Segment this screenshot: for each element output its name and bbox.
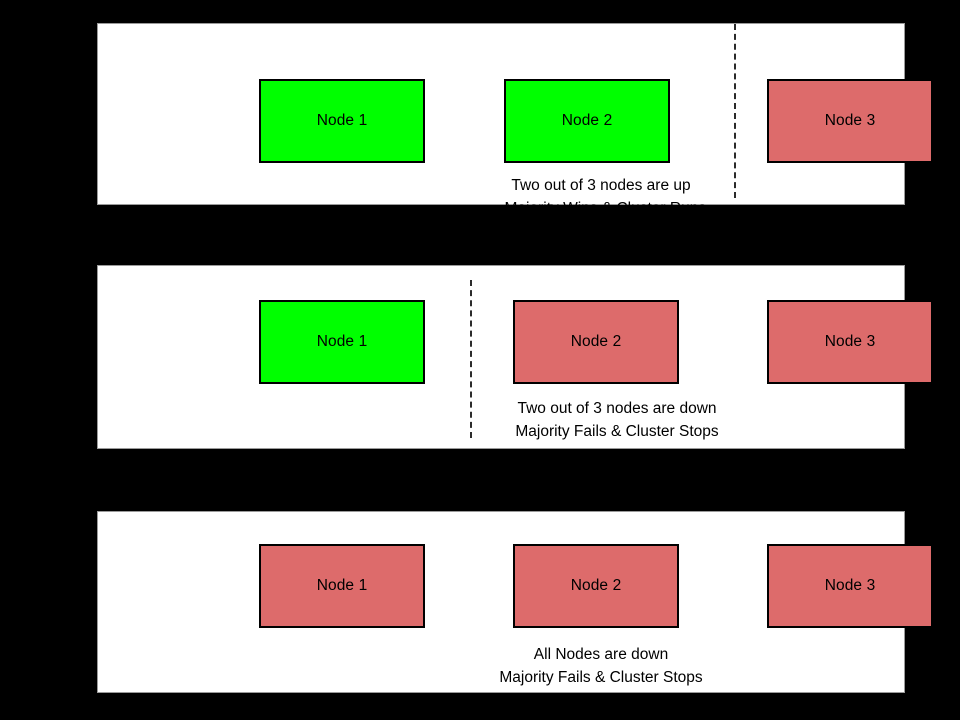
caption-line: Majority Fails & Cluster Stops [515,423,719,440]
node-label: Node 2 [570,333,622,351]
node-label: Node 3 [824,577,876,595]
split-brain-divider [470,280,472,438]
panel-caption: Two out of 3 nodes are up , Majority Wins… [366,174,836,220]
caption-line: Two out of 3 nodes are down [517,400,717,417]
node-label: Node 1 [316,112,368,130]
node-box[interactable]: Node 3 [767,544,933,628]
split-brain-divider [734,24,736,198]
node-box[interactable]: Node 2 [504,79,670,163]
node-box[interactable]: Node 3 [767,79,933,163]
caption-line: Two out of 3 nodes are up [511,177,691,194]
node-box[interactable]: Node 3 [767,300,933,384]
caption-line: All Nodes are down [533,646,669,663]
node-box[interactable]: Node 2 [513,300,679,384]
scenario-panel-two-of-three-down: Node 1 Node 2 Node 3 Two out of 3 nodes are… [97,265,933,449]
node-label: Node 2 [570,577,622,595]
caption-line: , Majority Wins & Cluster Runs [495,200,707,217]
node-label: Node 1 [316,577,368,595]
node-label: Node 1 [316,333,368,351]
scenario-panel-two-of-three-up: Node 1 Node 2 Node 3 Two out of 3 nodes are… [97,23,933,217]
node-label: Node 3 [824,333,876,351]
node-box[interactable]: Node 1 [259,544,425,628]
node-label: Node 3 [824,112,876,130]
node-label: Node 2 [561,112,613,130]
node-box[interactable]: Node 2 [513,544,679,628]
node-box[interactable]: Node 1 [259,79,425,163]
caption-line: Majority Fails & Cluster Stops [499,669,703,686]
node-box[interactable]: Node 1 [259,300,425,384]
